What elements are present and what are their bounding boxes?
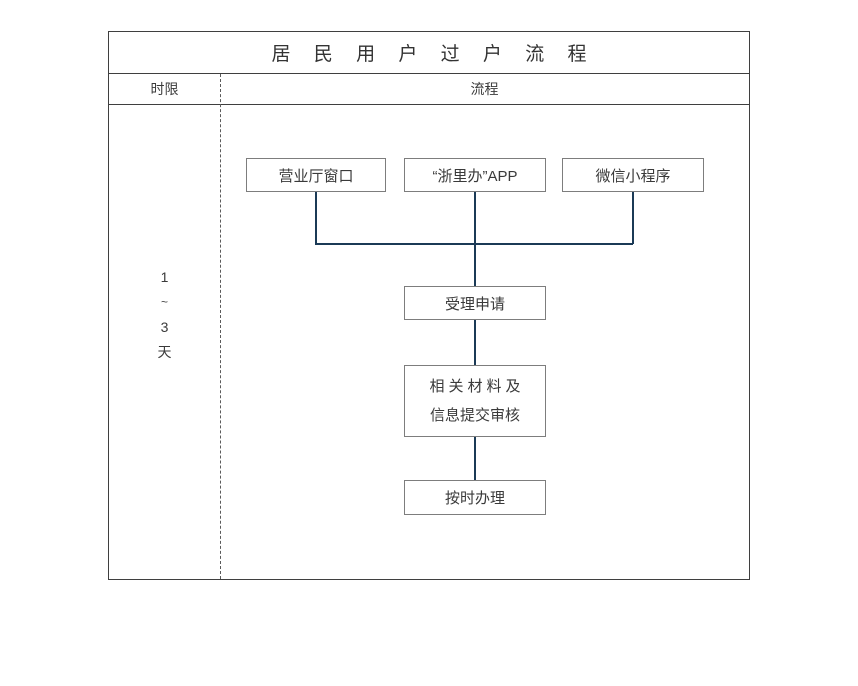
column-divider [220, 74, 221, 579]
table-body-row: 1 ~ 3 天 营业厅窗口 “浙里办”APP 微信小程序 [109, 105, 749, 579]
column-header-duration: 时限 [150, 81, 179, 97]
flow-node-handle-label: 按时办理 [444, 490, 505, 507]
flow-node-hall[interactable]: 营业厅窗口 [246, 158, 386, 192]
flow-node-accept[interactable]: 受理申请 [404, 286, 546, 320]
duration-from: 1 [160, 269, 169, 285]
column-header-flow: 流程 [470, 81, 499, 97]
connector-leg-wechat [632, 192, 634, 244]
flow-node-app[interactable]: “浙里办”APP [404, 158, 546, 192]
table-header-row: 时限 流程 [109, 74, 749, 105]
flow-node-materials[interactable]: 相关材料及 信息提交审核 [404, 365, 546, 437]
flow-node-materials-line1: 相关材料及 [429, 378, 525, 395]
connector-leg-hall [315, 192, 317, 244]
duration-cell: 1 ~ 3 天 [109, 105, 220, 579]
table-title-row: 居 民 用 户 过 户 流 程 [109, 32, 749, 74]
connector-trunk-to-accept [474, 192, 476, 286]
flow-node-materials-line2: 信息提交审核 [429, 407, 520, 424]
flow-node-wechat[interactable]: 微信小程序 [562, 158, 704, 192]
flow-diagram: 营业厅窗口 “浙里办”APP 微信小程序 受理申请 相关材料及 信息提交审核 按… [220, 105, 749, 579]
connector-materials-to-handle [474, 437, 476, 480]
flow-node-handle[interactable]: 按时办理 [404, 480, 546, 515]
duration-to: 3 [160, 319, 169, 335]
flow-node-hall-label: 营业厅窗口 [278, 167, 354, 185]
flow-node-app-label: “浙里办”APP [432, 167, 518, 185]
duration-tilde: ~ [160, 295, 168, 309]
flow-node-accept-label: 受理申请 [444, 295, 505, 313]
connector-accept-to-materials [474, 320, 476, 365]
flow-node-wechat-label: 微信小程序 [595, 167, 671, 185]
duration-unit: 天 [157, 344, 172, 360]
page-title: 居 民 用 户 过 户 流 程 [271, 44, 596, 65]
flow-process-table: 居 民 用 户 过 户 流 程 时限 流程 1 ~ 3 天 [108, 31, 750, 580]
duration-value-stack: 1 ~ 3 天 [109, 265, 220, 365]
